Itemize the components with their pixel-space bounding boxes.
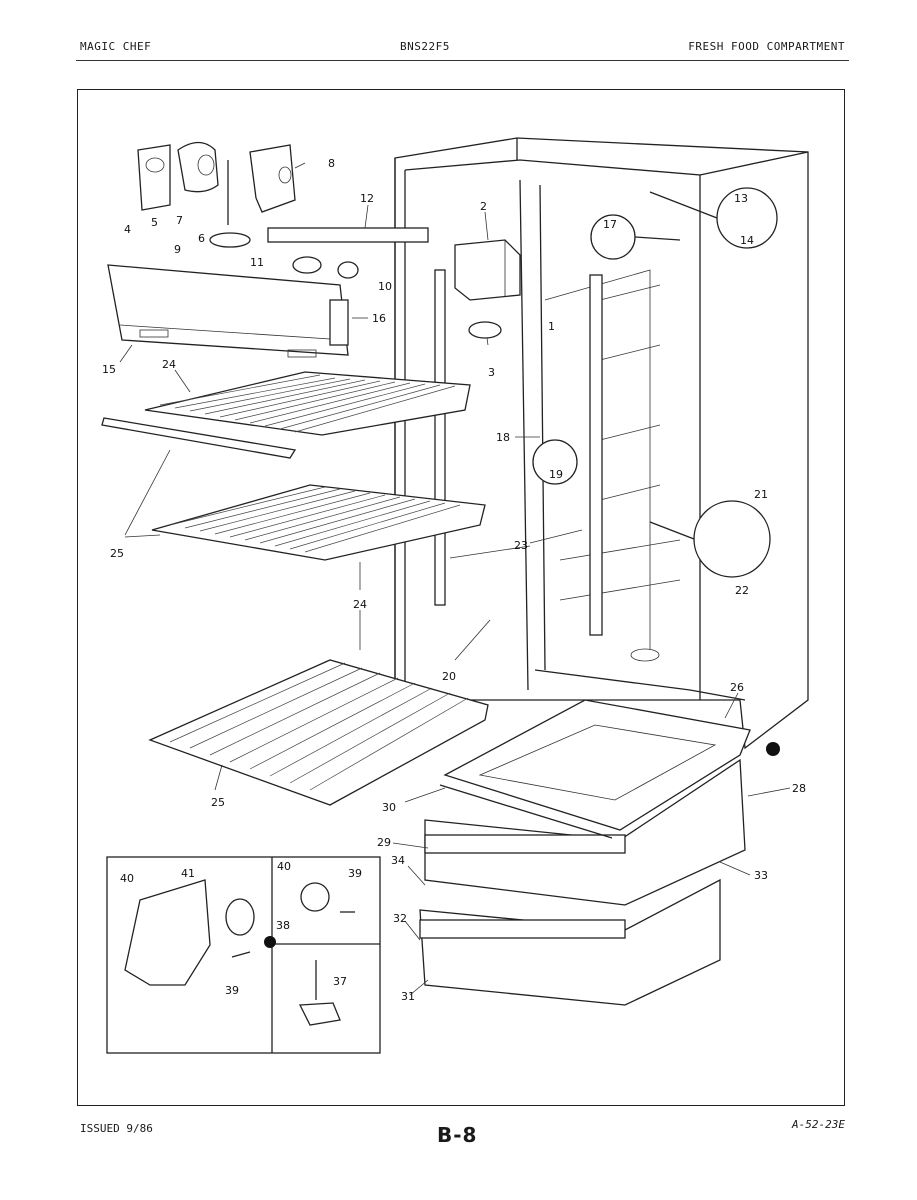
callout-21: 21 [754,488,768,501]
shelf-bottom [148,659,489,806]
callout-37: 37 [333,975,347,988]
callout-3: 3 [488,366,495,379]
callout-15: 15 [102,363,116,376]
callout-18: 18 [496,431,510,444]
footer-doc-code: A-52-23E [792,1118,845,1131]
callout-25a: 25 [110,547,124,560]
callout-11: 11 [250,256,264,269]
shelf-middle [151,484,486,561]
callout-31: 31 [401,990,415,1003]
callout-33: 33 [754,869,768,882]
callout-28: 28 [792,782,806,795]
diagram-frame [77,89,845,1106]
detail-inset [106,856,381,1054]
callout-39a: 39 [348,867,362,880]
callout-12: 12 [360,192,374,205]
control-panel [107,264,349,358]
footer-page-number: B-8 [437,1123,478,1147]
callout-24b: 24 [353,598,367,611]
callout-23: 23 [514,539,528,552]
callout-40b: 40 [277,860,291,873]
crisper-assembly [419,699,751,1006]
callout-10: 10 [378,280,392,293]
callout-labels: 1 2 3 4 5 6 7 8 9 10 11 12 13 14 15 16 1… [102,157,806,1003]
callout-7: 7 [176,214,183,227]
callout-25b: 25 [211,796,225,809]
callout-14: 14 [740,234,754,247]
callout-19: 19 [549,468,563,481]
callout-9: 9 [174,243,181,256]
callout-34: 34 [391,854,405,867]
callout-39b: 39 [225,984,239,997]
callout-17: 17 [603,218,617,231]
callout-1: 1 [548,320,555,333]
callout-22: 22 [735,584,749,597]
header-brand: MAGIC CHEF [80,40,152,53]
callout-40a: 40 [120,872,134,885]
callout-2: 2 [480,200,487,213]
header-section: FRESH FOOD COMPARTMENT [688,40,845,53]
callout-13: 13 [734,192,748,205]
shelf-top [101,371,471,459]
callout-30: 30 [382,801,396,814]
header-model: BNS22F5 [400,40,450,53]
callout-20: 20 [442,670,456,683]
header-rule [76,60,849,61]
callout-16: 16 [372,312,386,325]
control-box [454,239,521,339]
callout-24a: 24 [162,358,176,371]
callout-8: 8 [328,157,335,170]
callout-38: 38 [276,919,290,932]
callout-41: 41 [181,867,195,880]
callout-6: 6 [198,232,205,245]
callout-4: 4 [124,223,131,236]
callout-29: 29 [377,836,391,849]
light-assembly [137,141,429,279]
callout-5: 5 [151,216,158,229]
footer-issued: ISSUED 9/86 [80,1122,153,1135]
callout-26: 26 [730,681,744,694]
leader-lines [119,162,791,996]
detail-circles [532,187,780,756]
callout-32: 32 [393,912,407,925]
